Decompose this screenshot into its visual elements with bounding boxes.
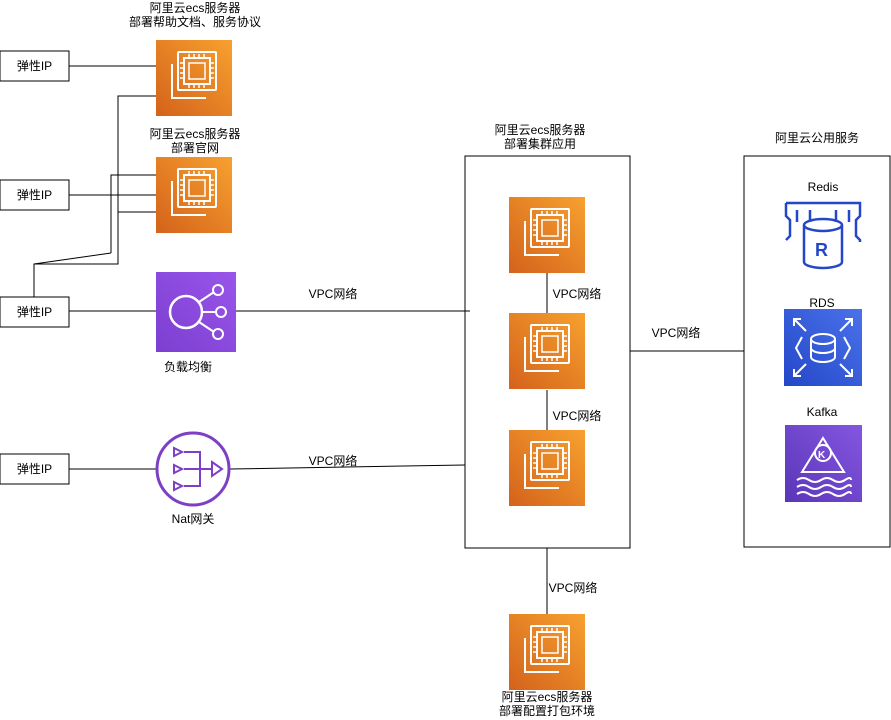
load-balancer-label: 负载均衡: [164, 360, 212, 374]
redis-r-glyph: R: [815, 240, 828, 260]
vpc-label-cluster-2: VPC网络: [553, 408, 602, 423]
elastic-ip-label: 弹性IP: [17, 305, 52, 319]
rds-label: RDS: [809, 296, 834, 310]
cluster-subtitle: 部署集群应用: [504, 136, 576, 151]
elastic-ip-4[interactable]: 弹性IP: [0, 453, 70, 485]
ec2-server-icon[interactable]: [508, 613, 586, 691]
redis-icon[interactable]: R: [784, 201, 862, 270]
load-balancer-icon[interactable]: [156, 272, 236, 352]
cluster-title: 阿里云ecs服务器: [495, 122, 586, 137]
cluster-container: [464, 155, 631, 549]
elastic-ip-label: 弹性IP: [17, 59, 52, 73]
ec2-server-icon[interactable]: [155, 39, 233, 117]
ec2-server-icon[interactable]: [508, 429, 586, 507]
nat-gateway-label: Nat网关: [172, 512, 215, 526]
vpc-label-cluster-packaging: VPC网络: [549, 580, 598, 595]
elastic-ip-1[interactable]: 弹性IP: [0, 50, 70, 82]
vpc-label-cluster-public: VPC网络: [652, 325, 701, 340]
packaging-subtitle: 部署配置打包环境: [499, 703, 595, 718]
elastic-ip-2[interactable]: 弹性IP: [0, 179, 70, 211]
ecs-docs-title: 阿里云ecs服务器: [150, 0, 241, 15]
ecs-docs-subtitle: 部署帮助文档、服务协议: [129, 14, 261, 29]
redis-label: Redis: [808, 180, 839, 194]
ec2-server-icon[interactable]: [508, 196, 586, 274]
kafka-icon[interactable]: K: [785, 425, 862, 502]
vpc-label-lb-cluster: VPC网络: [309, 286, 358, 301]
public-services-title: 阿里云公用服务: [775, 130, 859, 145]
ec2-server-icon[interactable]: [155, 156, 233, 234]
vpc-label-cluster-1: VPC网络: [553, 286, 602, 301]
nat-gateway-icon[interactable]: [155, 431, 231, 507]
rds-icon[interactable]: [784, 309, 862, 386]
public-services-container: [743, 155, 891, 548]
connector-lines: [33, 65, 744, 614]
elastic-ip-label: 弹性IP: [17, 188, 52, 202]
ec2-server-icon[interactable]: [508, 312, 586, 390]
vpc-label-nat-cluster: VPC网络: [309, 453, 358, 468]
ecs-site-subtitle: 部署官网: [171, 140, 219, 155]
elastic-ip-label: 弹性IP: [17, 462, 52, 476]
packaging-title: 阿里云ecs服务器: [502, 689, 593, 704]
elastic-ip-3[interactable]: 弹性IP: [0, 296, 70, 328]
ecs-site-title: 阿里云ecs服务器: [150, 126, 241, 141]
kafka-k-glyph: K: [818, 450, 826, 461]
kafka-label: Kafka: [807, 405, 838, 419]
